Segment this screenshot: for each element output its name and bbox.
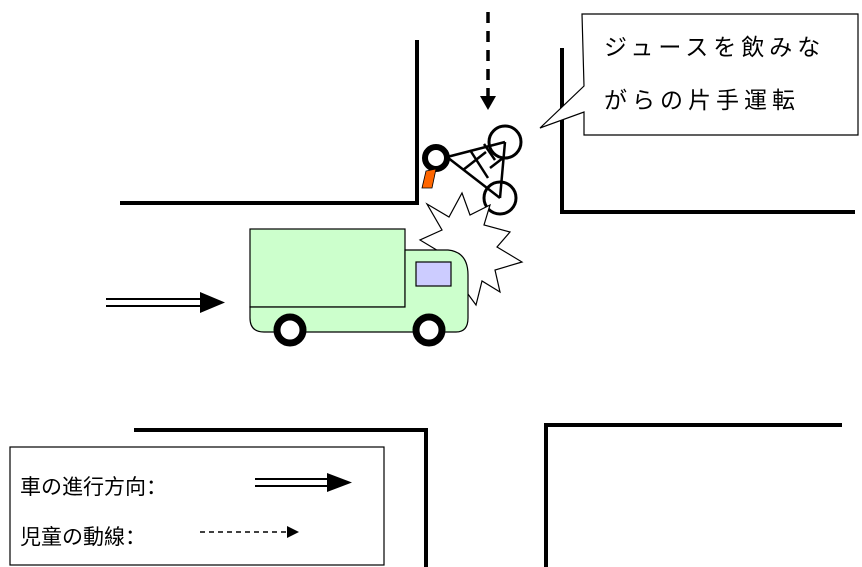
road-edge-bottom-left xyxy=(134,428,428,567)
road-edge-bottom-right xyxy=(544,423,842,567)
truck-body xyxy=(249,249,469,333)
truck-window xyxy=(415,261,452,287)
legend-child-path-label: 児童の動線： xyxy=(20,525,146,549)
legend-car-direction-label: 車の進行方向： xyxy=(20,475,167,499)
truck-front-wheel xyxy=(412,313,446,347)
road-edge-top-right xyxy=(560,48,855,214)
truck xyxy=(249,228,469,347)
car-direction-arrow xyxy=(106,292,225,313)
callout-line-1: ジュースを飲みな xyxy=(604,35,826,61)
callout-bubble xyxy=(539,13,859,136)
legend: 車の進行方向： 児童の動線： xyxy=(20,462,167,562)
bicycle-light xyxy=(421,168,437,189)
truck-cargo xyxy=(249,228,406,308)
truck-rear-wheel xyxy=(273,313,307,347)
legend-child-arrow-icon xyxy=(200,526,299,538)
bicycle xyxy=(421,124,523,216)
road-edges xyxy=(120,40,855,567)
legend-box xyxy=(9,446,385,566)
callout-text: ジュースを飲みな がらの片手運転 xyxy=(604,22,854,128)
callout-line-2: がらの片手運転 xyxy=(604,88,800,114)
road-edge-top-left xyxy=(120,40,419,205)
legend-car-arrow-icon xyxy=(255,473,352,492)
bicycle-head xyxy=(422,144,450,172)
child-path-arrow xyxy=(480,12,496,110)
